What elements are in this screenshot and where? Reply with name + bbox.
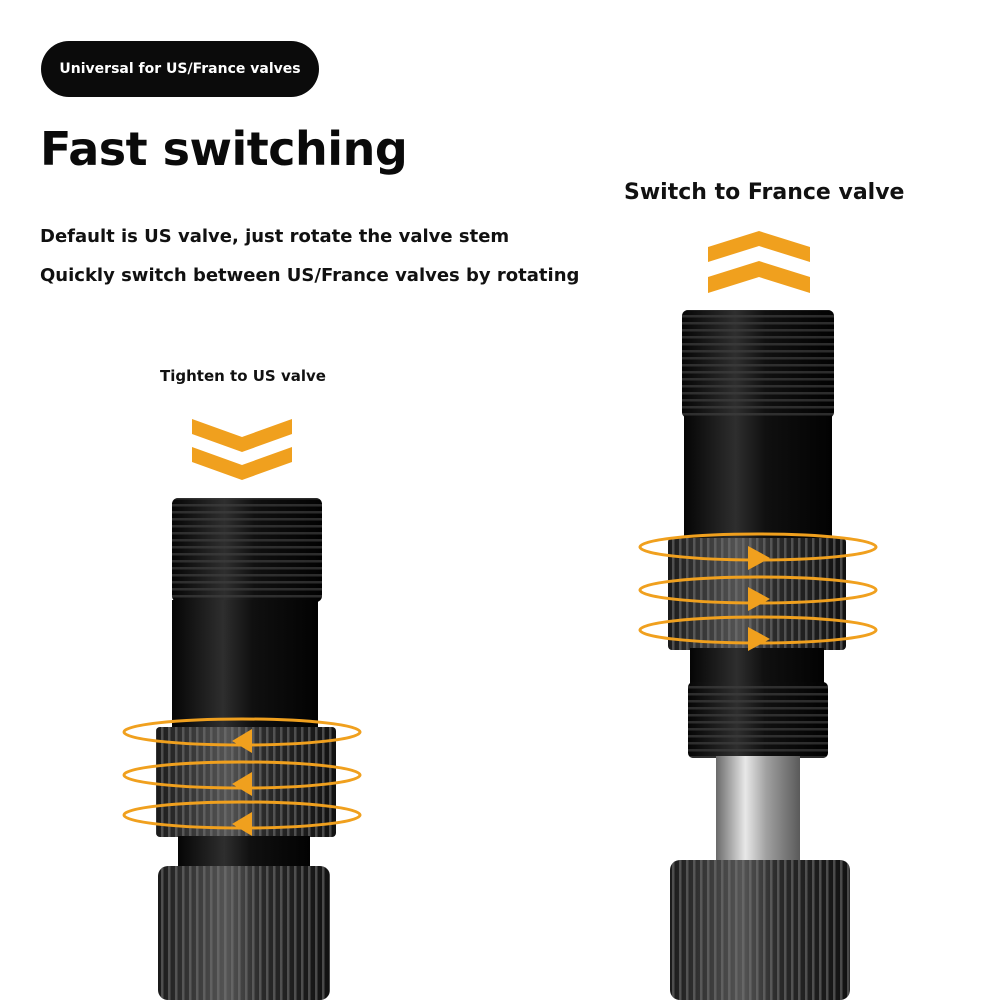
universal-badge-text: Universal for US/France valves — [59, 61, 301, 77]
left-valve — [122, 419, 362, 1000]
chevron-down-icon — [192, 419, 292, 480]
description-line-1: Default is US valve, just rotate the val… — [40, 226, 510, 247]
tighten-us-valve-label: Tighten to US valve — [160, 367, 326, 385]
chevron-up-icon — [708, 231, 810, 293]
description-line-2: Quickly switch between US/France valves … — [40, 265, 580, 286]
universal-badge: Universal for US/France valves — [41, 41, 319, 97]
switch-france-valve-label: Switch to France valve — [624, 180, 905, 205]
right-valve — [638, 231, 878, 1000]
page-title: Fast switching — [40, 122, 408, 176]
